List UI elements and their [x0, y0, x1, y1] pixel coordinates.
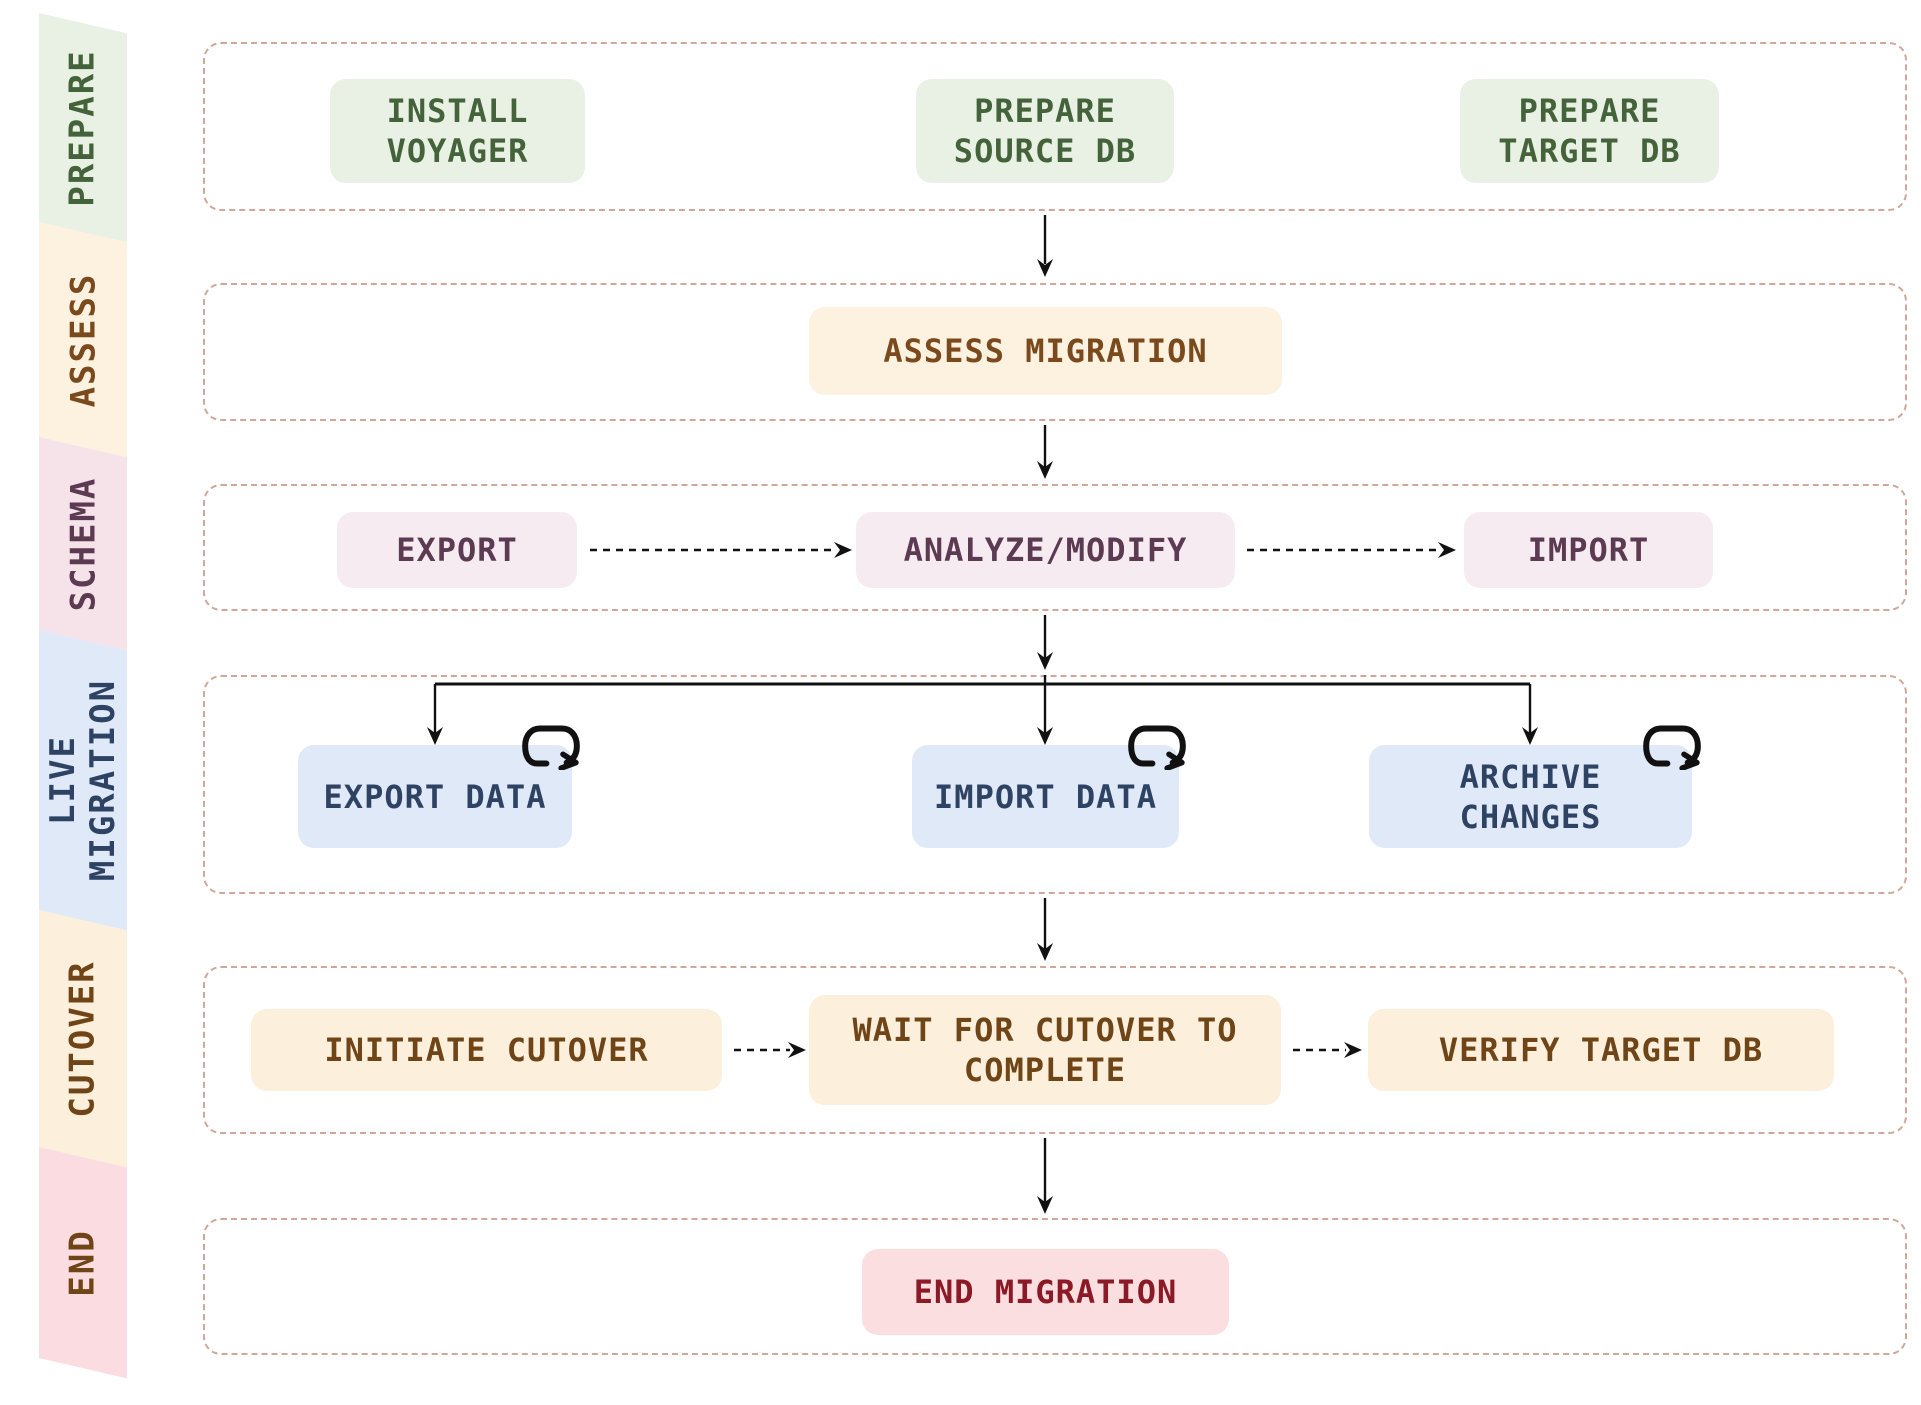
- node-analyze-modify[interactable]: ANALYZE/MODIFY: [856, 512, 1235, 588]
- node-label: ANALYZE/MODIFY: [903, 531, 1188, 569]
- node-label: VERIFY TARGET DB: [1438, 1031, 1764, 1069]
- arrowhead: [1037, 652, 1053, 670]
- node-label: PREPARE TARGET DB: [1498, 92, 1681, 170]
- node-wait-for-cutover-to-complete[interactable]: WAIT FOR CUTOVER TO COMPLETE: [809, 995, 1281, 1105]
- phase-ribbon: [39, 13, 127, 1379]
- node-initiate-cutover[interactable]: INITIATE CUTOVER: [251, 1009, 722, 1091]
- node-assess-migration[interactable]: ASSESS MIGRATION: [809, 307, 1282, 395]
- arrowhead: [1037, 259, 1053, 277]
- node-label: IMPORT DATA: [934, 777, 1157, 816]
- node-label: WAIT FOR CUTOVER TO COMPLETE: [852, 1011, 1238, 1089]
- node-label: INSTALL VOYAGER: [386, 92, 529, 170]
- arrowhead: [1037, 461, 1053, 479]
- ribbon-segment-cutover: [39, 910, 127, 1168]
- node-verify-target-db[interactable]: VERIFY TARGET DB: [1368, 1009, 1834, 1091]
- node-label: PREPARE SOURCE DB: [953, 92, 1137, 170]
- ribbon-segment-schema: [39, 437, 127, 651]
- arrowhead: [1037, 943, 1053, 961]
- ribbon-segment-assess: [39, 222, 127, 458]
- node-label: ASSESS MIGRATION: [883, 332, 1208, 370]
- arrowhead: [1037, 1196, 1053, 1214]
- node-export-schema[interactable]: EXPORT: [337, 512, 577, 588]
- node-export-data[interactable]: EXPORT DATA: [298, 745, 572, 848]
- node-label: INITIATE CUTOVER: [324, 1031, 649, 1069]
- node-end-migration[interactable]: END MIGRATION: [862, 1249, 1229, 1335]
- ribbon-segment-prepare: [39, 13, 127, 243]
- node-label: ARCHIVE CHANGES: [1459, 757, 1602, 836]
- node-import-schema[interactable]: IMPORT: [1464, 512, 1713, 588]
- node-label: EXPORT DATA: [323, 777, 547, 816]
- node-label: IMPORT: [1527, 531, 1650, 569]
- ribbon-segment-live-migration: [39, 630, 127, 931]
- ribbon-segment-end: [39, 1147, 127, 1379]
- node-import-data[interactable]: IMPORT DATA: [912, 745, 1179, 848]
- node-install-voyager[interactable]: INSTALL VOYAGER: [330, 79, 585, 183]
- node-prepare-source-db[interactable]: PREPARE SOURCE DB: [916, 79, 1174, 183]
- node-prepare-target-db[interactable]: PREPARE TARGET DB: [1460, 79, 1719, 183]
- node-label: END MIGRATION: [913, 1273, 1178, 1311]
- node-archive-changes[interactable]: ARCHIVE CHANGES: [1369, 745, 1692, 848]
- node-label: EXPORT: [396, 531, 518, 569]
